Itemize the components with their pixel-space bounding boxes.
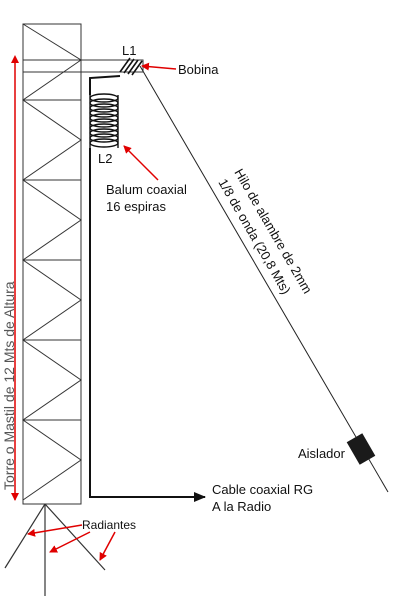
aislador-label: Aislador <box>298 446 346 461</box>
l1-label: L1 <box>122 43 136 58</box>
feed-line <box>89 75 200 498</box>
insulator <box>346 433 376 465</box>
cable-label-line1: Cable coaxial RG <box>212 482 313 497</box>
balum-arrow <box>123 145 159 181</box>
bobina-arrow <box>141 62 177 71</box>
radiantes-arrows <box>27 524 116 561</box>
tower-mast <box>22 23 144 505</box>
balum-label-line2: 16 espiras <box>106 199 166 214</box>
bobina-label: Bobina <box>178 62 219 77</box>
wire-antenna <box>139 65 389 493</box>
tower-label: Torre o Mastil de 12 Mts de Altura <box>1 281 17 490</box>
l2-label: L2 <box>98 151 112 166</box>
radiantes-label: Radiantes <box>82 518 136 532</box>
coil-l1 <box>119 57 143 76</box>
radials <box>4 503 106 596</box>
balum-coil-l2 <box>89 93 119 148</box>
balum-label-line1: Balum coaxial <box>106 182 187 197</box>
cable-label-line2: A la Radio <box>212 499 271 514</box>
